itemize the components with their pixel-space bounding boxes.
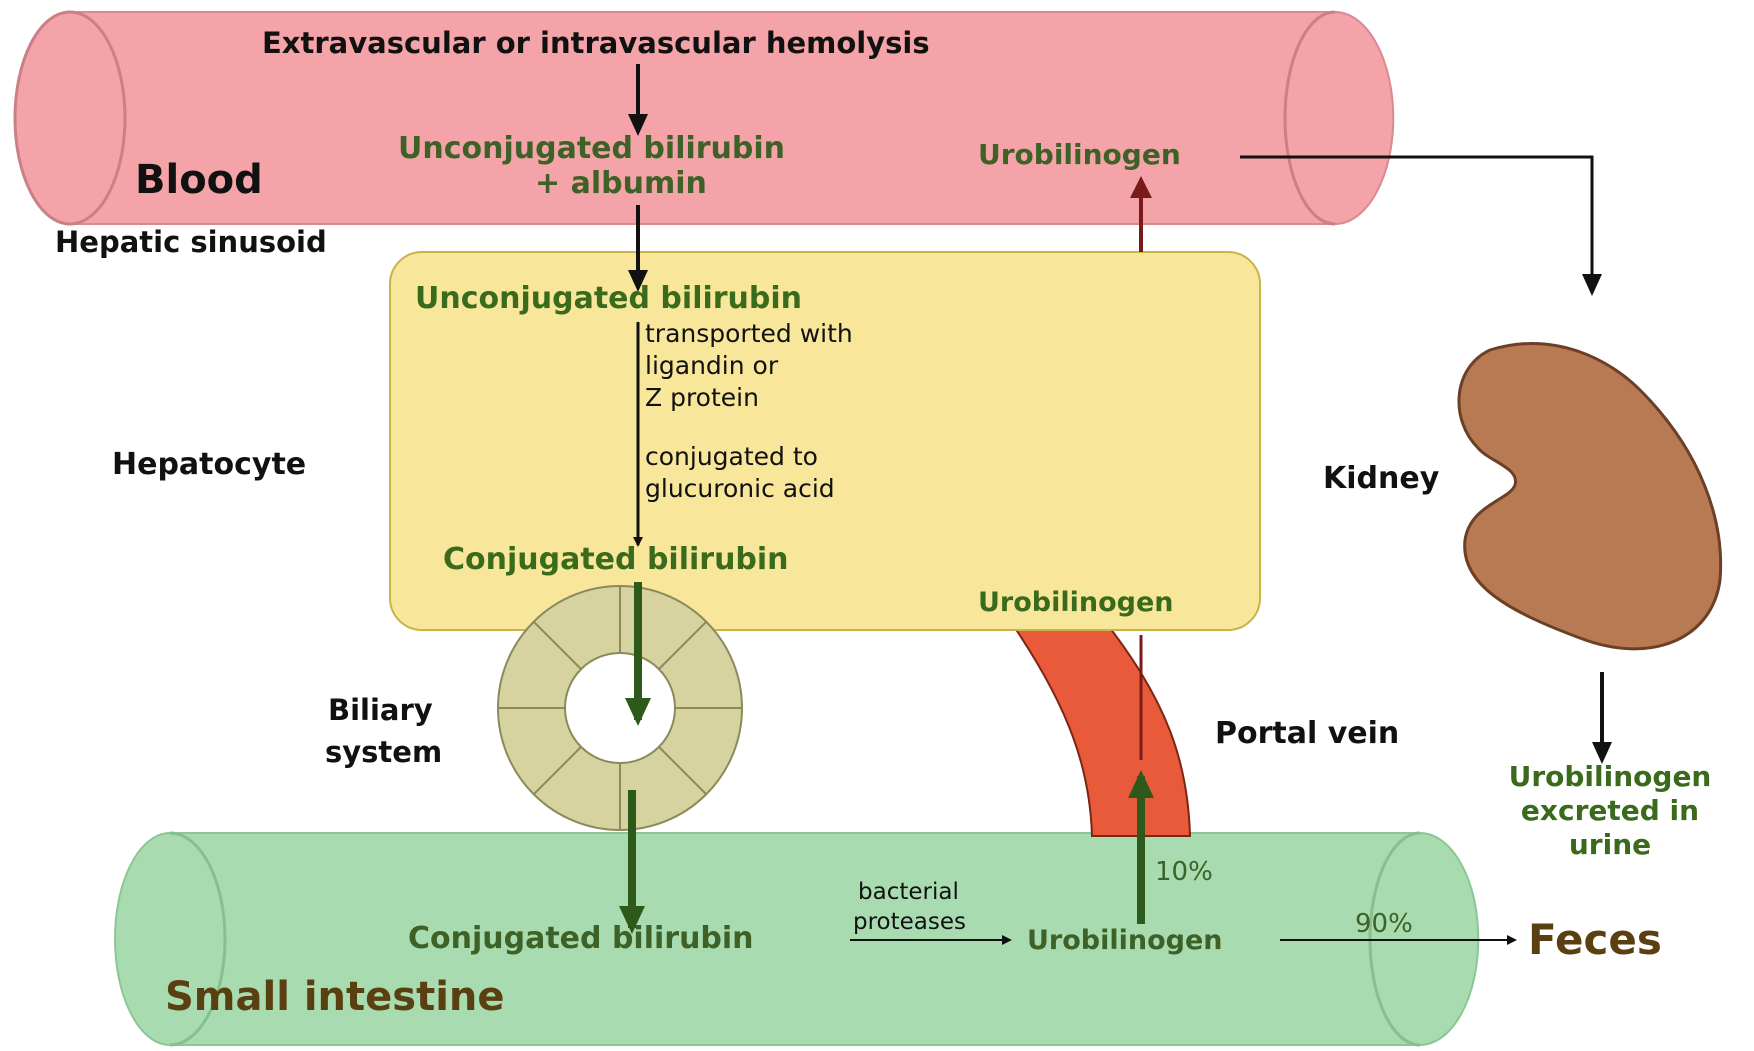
percent-10-label: 10%: [1155, 858, 1213, 887]
bacterial-proteases-line2: proteases: [853, 910, 966, 935]
biliary-system-ring: [498, 586, 742, 830]
portal-vein-label: Portal vein: [1215, 717, 1399, 750]
urobilinogen-blood-label: Urobilinogen: [978, 140, 1181, 171]
urobilinogen-intestine-label: Urobilinogen: [1027, 926, 1223, 956]
small-intestine-label: Small intestine: [165, 975, 505, 1019]
conjugation-note-line1: conjugated to: [645, 443, 818, 471]
biliary-label-line2: system: [325, 737, 442, 769]
bacterial-proteases-line1: bacterial: [858, 880, 959, 905]
conjugated-intestine-label: Conjugated bilirubin: [408, 922, 754, 955]
hemolysis-label: Extravascular or intravascular hemolysis: [262, 28, 930, 60]
kidney-shape: [1459, 344, 1721, 649]
portal-vein: [1015, 628, 1190, 836]
transport-note-line2: ligandin or: [645, 352, 778, 380]
feces-label: Feces: [1528, 917, 1662, 963]
biliary-label-line1: Biliary: [328, 695, 433, 727]
unconjugated-hepatocyte-label: Unconjugated bilirubin: [415, 282, 802, 315]
blood-label: Blood: [135, 158, 263, 202]
urine-label-line1: Urobilinogen: [1460, 762, 1754, 793]
hepatocyte-label: Hepatocyte: [112, 448, 306, 481]
conjugation-note-line2: glucuronic acid: [645, 475, 835, 503]
kidney-label: Kidney: [1323, 462, 1439, 495]
hepatic-sinusoid-label: Hepatic sinusoid: [55, 227, 327, 259]
unconjugated-albumin-label-line1: Unconjugated bilirubin: [398, 132, 785, 165]
transport-note-line1: transported with: [645, 320, 853, 348]
urine-label-line3: urine: [1460, 830, 1754, 861]
unconjugated-albumin-label-line2: + albumin: [535, 167, 707, 200]
transport-note-line3: Z protein: [645, 384, 759, 412]
urine-label-line2: excreted in: [1460, 796, 1754, 827]
urobilinogen-hepatocyte-label: Urobilinogen: [978, 588, 1174, 618]
conjugated-hepatocyte-label: Conjugated bilirubin: [443, 543, 789, 576]
percent-90-label: 90%: [1355, 910, 1413, 939]
